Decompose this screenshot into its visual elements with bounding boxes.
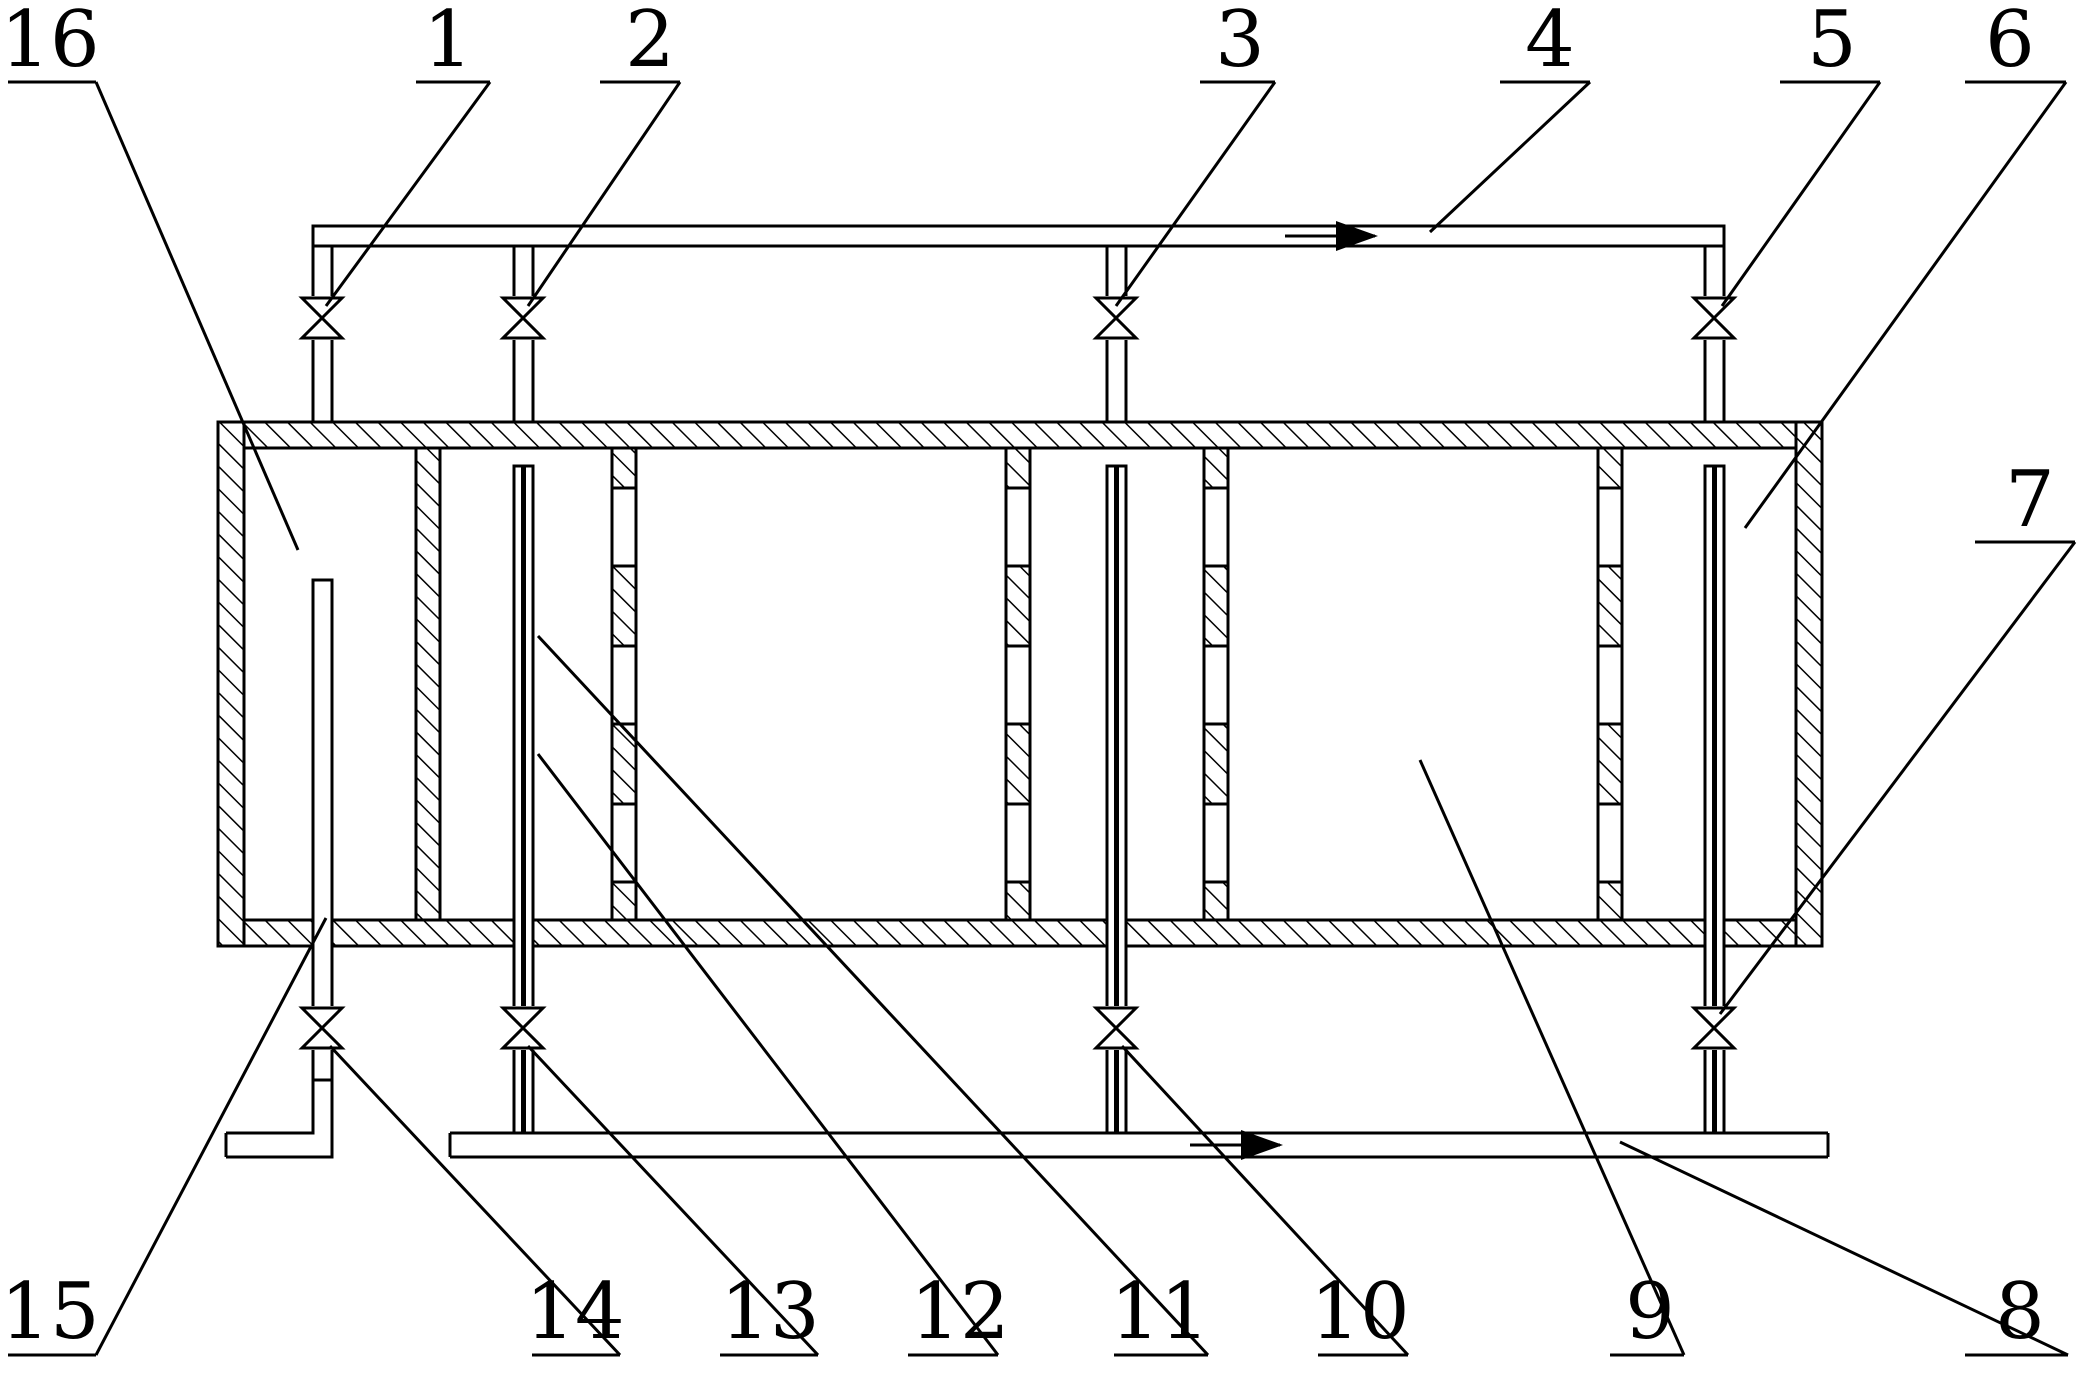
valve-2 <box>499 296 547 340</box>
valve-10 <box>1092 1006 1140 1050</box>
wall-segment <box>1596 564 1624 648</box>
wall-segment <box>1596 722 1624 806</box>
leader-line <box>1619 1140 2069 1357</box>
leader-line <box>1720 80 1882 307</box>
wall-segment <box>610 564 638 648</box>
wall-segment <box>1004 722 1032 806</box>
tank-inner-outline <box>242 446 1798 922</box>
leader-line <box>1718 540 2077 1015</box>
wall-segment <box>1004 880 1032 922</box>
perforated-wall-4 <box>1596 446 1624 922</box>
wall-segment <box>1004 446 1032 490</box>
part-label-13: 13 <box>720 1267 819 1357</box>
leader-line <box>1743 80 2068 529</box>
leader-line <box>526 1044 820 1357</box>
leader-lines <box>8 80 2077 1357</box>
perforated-wall-3 <box>1202 446 1230 922</box>
valve-3 <box>1092 296 1140 340</box>
wall-segment <box>1596 446 1624 490</box>
part-label-7: 7 <box>2005 455 2055 545</box>
inlet-pipe <box>224 578 334 1159</box>
valve-1 <box>298 296 346 340</box>
leader-line <box>1114 80 1277 307</box>
tank-right-wall <box>1794 420 1824 948</box>
tank-bottom-wall <box>216 918 1824 948</box>
part-label-11: 11 <box>1110 1267 1209 1357</box>
leader-line <box>1418 759 1686 1357</box>
part-label-8: 8 <box>1995 1267 2045 1357</box>
bottom-collection-pipe <box>448 1130 1830 1160</box>
leader-line <box>8 80 300 551</box>
valves <box>298 296 1738 1050</box>
wall-segment <box>610 446 638 490</box>
part-label-14: 14 <box>525 1267 624 1357</box>
leader-line <box>536 634 1210 1357</box>
wall-segment <box>610 880 638 922</box>
part-label-4: 4 <box>1525 0 1575 85</box>
part-label-3: 3 <box>1215 0 1265 85</box>
valve-13 <box>499 1006 547 1050</box>
leader-line <box>324 80 492 307</box>
leader-line <box>536 753 1000 1357</box>
leader-line <box>8 917 328 1357</box>
valve-14 <box>298 1006 346 1050</box>
leader-line <box>526 80 682 307</box>
perforated-partitions <box>610 446 1624 922</box>
valve-7 <box>1690 1006 1738 1050</box>
part-label-6: 6 <box>1985 0 2035 85</box>
tank-shell <box>216 420 1824 948</box>
vertical-pipes <box>311 244 1726 1135</box>
part-label-10: 10 <box>1310 1267 1409 1357</box>
tank-top-wall <box>216 420 1824 450</box>
part-label-5: 5 <box>1807 0 1857 85</box>
part-label-9: 9 <box>1625 1267 1675 1357</box>
part-label-1: 1 <box>423 0 473 85</box>
tank-outline <box>216 420 1824 948</box>
perforated-wall-2 <box>1004 446 1032 922</box>
wall-segment <box>1004 564 1032 648</box>
perforated-wall-1 <box>610 446 638 922</box>
valve-5 <box>1690 296 1738 340</box>
part-label-2: 2 <box>625 0 675 85</box>
leader-line <box>1428 80 1592 234</box>
wall-segment <box>1202 722 1230 806</box>
wall-segment <box>1202 446 1230 490</box>
tank-left-wall <box>216 420 246 948</box>
leader-line <box>1120 1044 1410 1357</box>
wall-segment <box>1202 880 1230 922</box>
part-label-12: 12 <box>910 1267 1009 1357</box>
part-label-15: 15 <box>0 1267 99 1357</box>
solid-partition-wall <box>414 446 442 922</box>
wall-segment <box>1596 880 1624 922</box>
part-label-16: 16 <box>0 0 99 85</box>
wall-segment <box>1202 564 1230 648</box>
leader-line <box>328 1044 622 1357</box>
